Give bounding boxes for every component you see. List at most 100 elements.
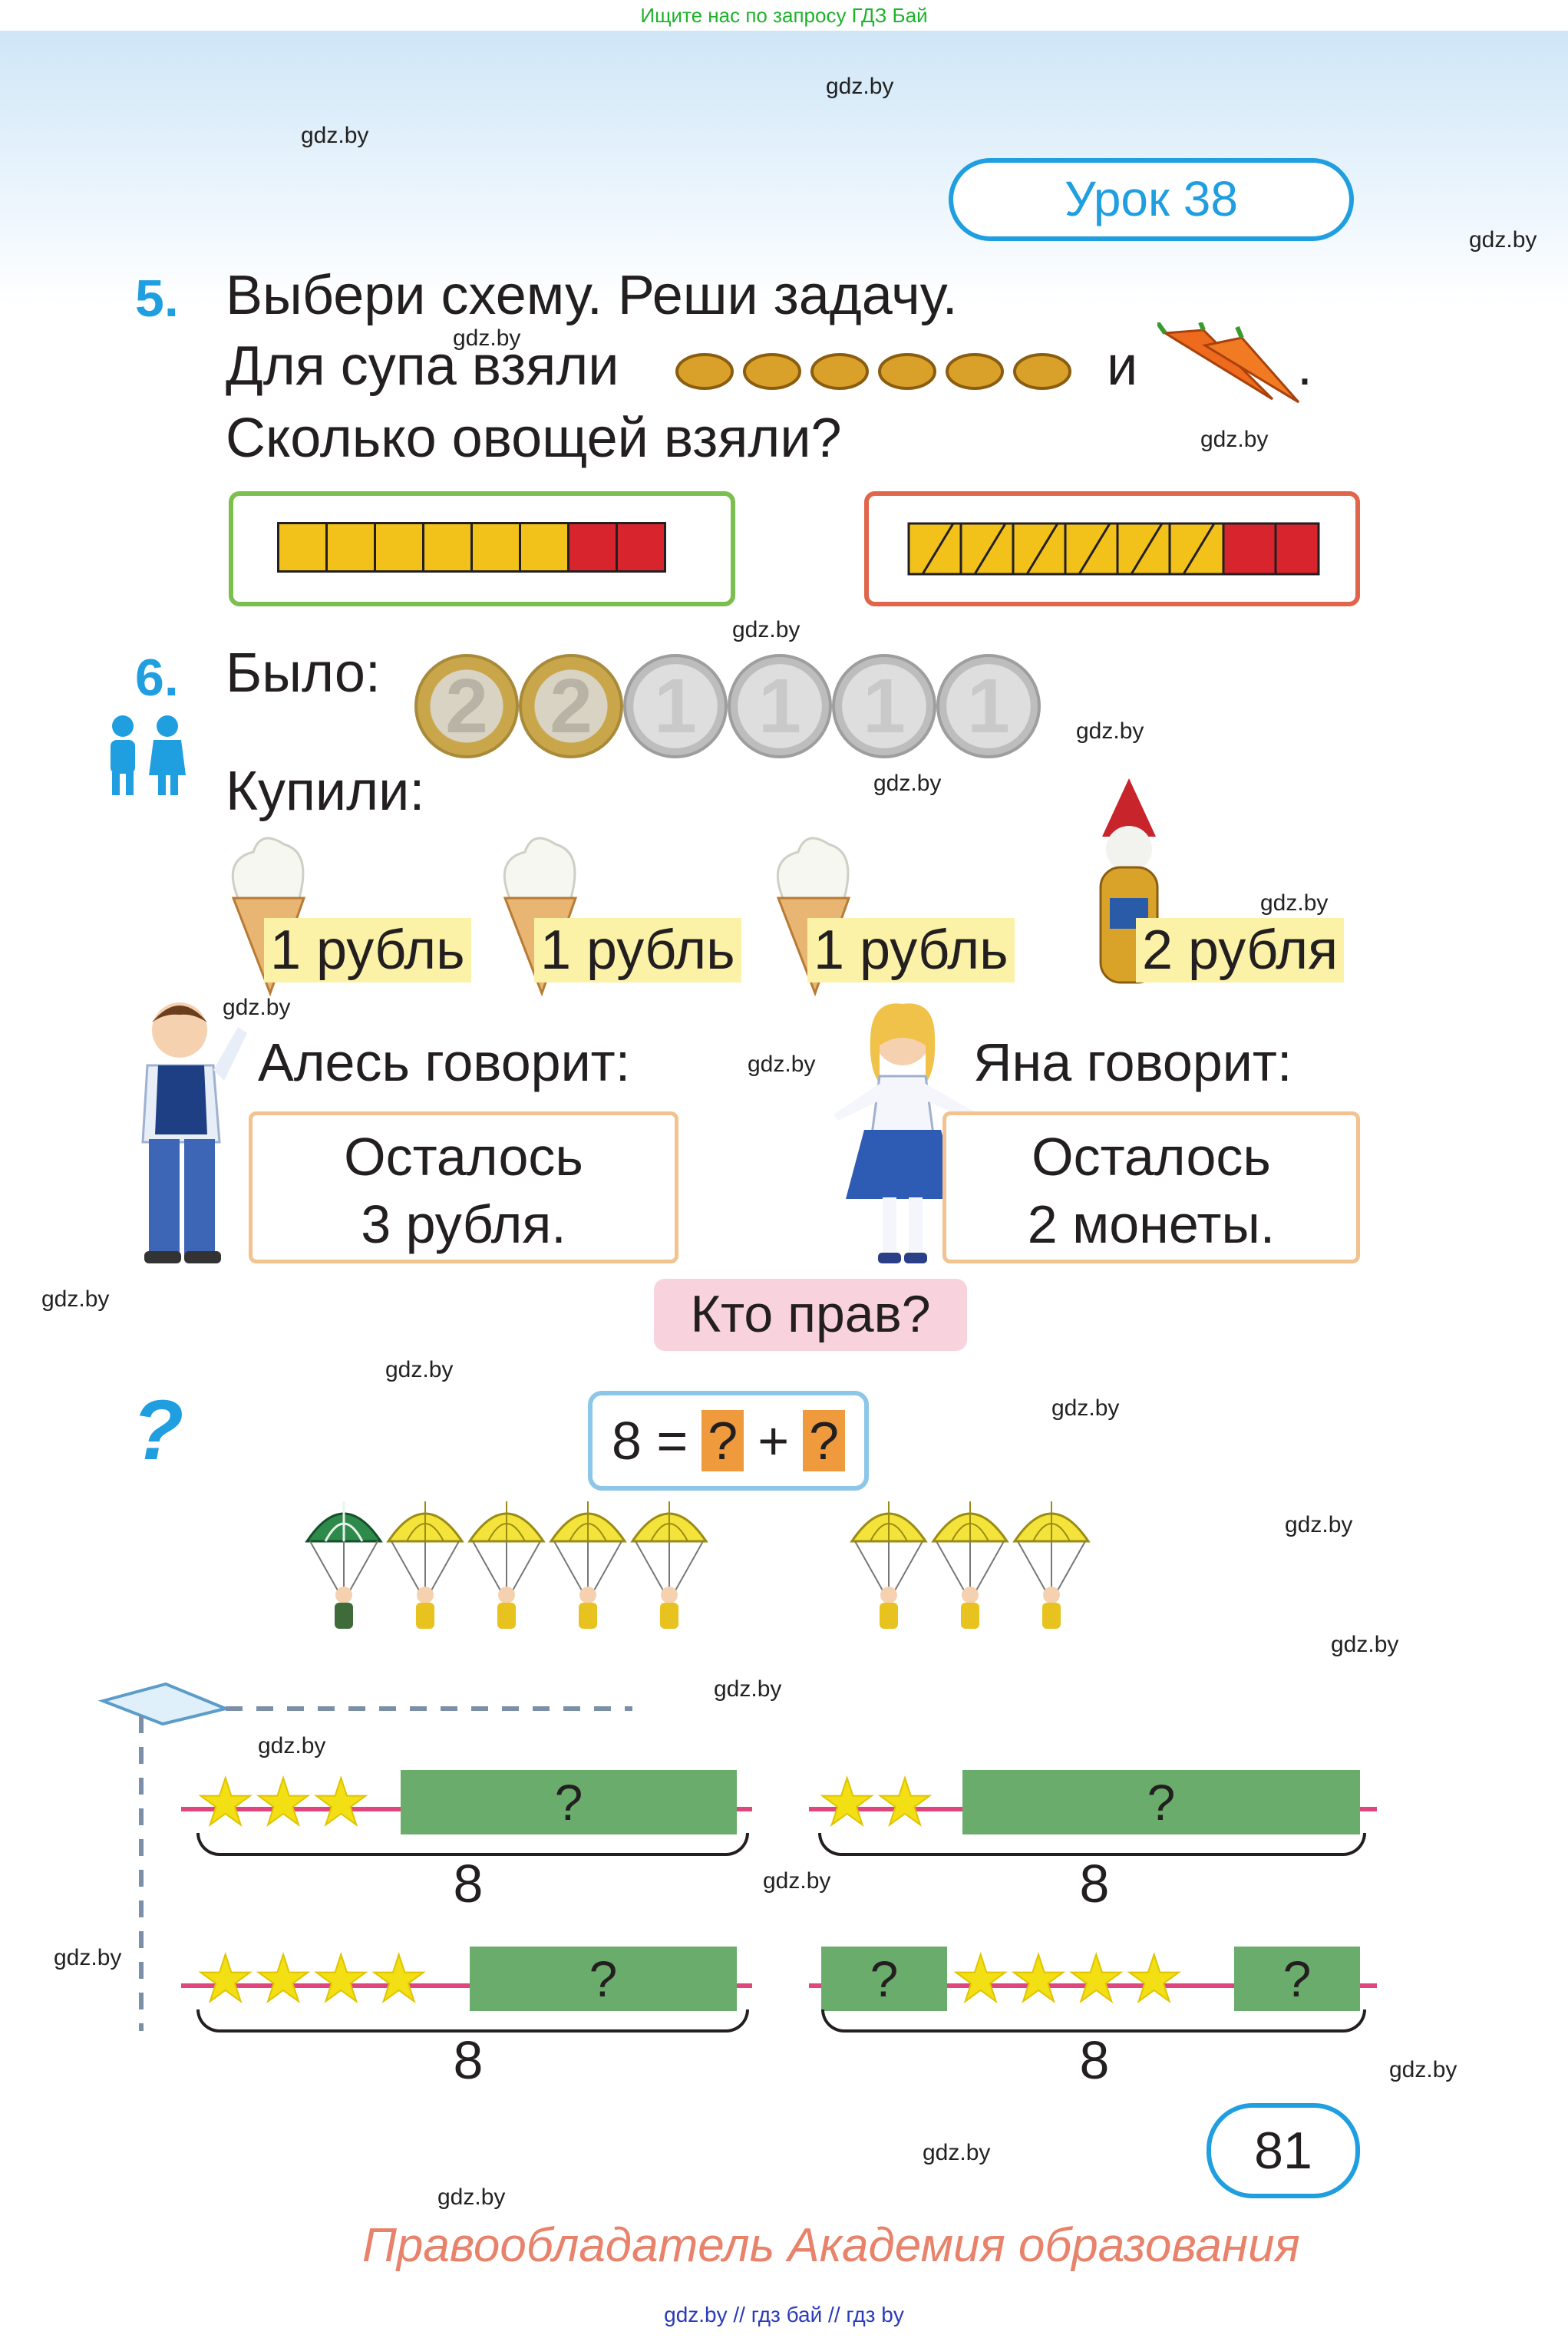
- watermark: gdz.by: [826, 74, 894, 99]
- was-label: Было:: [226, 642, 381, 704]
- scheme-cell: [422, 522, 473, 573]
- watermark: gdz.by: [437, 2184, 506, 2210]
- total-number: 8: [453, 1854, 484, 1914]
- stars-group: ★ ★: [817, 1766, 935, 1838]
- watermark: gdz.by: [1051, 1395, 1120, 1421]
- task5-line1: Выбери схему. Реши задачу.: [226, 265, 958, 326]
- boy-ales-image: [141, 1002, 247, 1263]
- unknown-bar-box[interactable]: ?: [470, 1947, 737, 2011]
- watermark: gdz.by: [1260, 890, 1329, 916]
- equation-left: 8 =: [611, 1411, 688, 1471]
- top-banner[interactable]: Ищите нас по запросу ГДЗ Бай: [0, 0, 1568, 31]
- equation-box: 8 = ? + ?: [588, 1391, 869, 1491]
- bottom-links[interactable]: gdz.by // гдз бай // гдз by: [664, 2303, 904, 2326]
- star-icon: ★: [196, 1943, 255, 2015]
- watermark: gdz.by: [1389, 2057, 1457, 2082]
- watermark: gdz.by: [301, 123, 369, 148]
- coin-1-ruble: 1: [623, 654, 728, 758]
- coin-1-ruble: 1: [936, 654, 1041, 758]
- watermark: gdz.by: [453, 325, 521, 351]
- watermark: gdz.by: [732, 617, 801, 642]
- scheme-cell: [277, 522, 328, 573]
- star-icon: ★: [369, 1943, 428, 2015]
- ales-says: Алесь говорит:: [258, 1032, 631, 1092]
- star-icon: ★: [253, 1943, 312, 2015]
- scheme-cell: [616, 522, 666, 573]
- star-icon: ★: [1008, 1943, 1068, 2015]
- watermark: gdz.by: [258, 1733, 326, 1758]
- star-icon: ★: [875, 1766, 934, 1838]
- coin-2-rubles: 2: [414, 654, 519, 758]
- question-mark-icon: ?: [132, 1383, 184, 1478]
- ales-answer-line1: Осталось: [344, 1127, 583, 1187]
- watermark: gdz.by: [923, 2140, 991, 2165]
- price-label: 2 рубля: [1136, 918, 1345, 982]
- equation-unknown[interactable]: ?: [701, 1410, 744, 1471]
- star-icon: ★: [196, 1766, 255, 1838]
- watermark: gdz.by: [873, 771, 942, 796]
- scheme-left-cells: [277, 522, 666, 573]
- scheme-cell: [374, 522, 424, 573]
- star-icon: ★: [253, 1766, 312, 1838]
- pair-work-icon: [111, 715, 186, 795]
- stars-group: ★ ★ ★ ★: [951, 1943, 1183, 2015]
- carrots-image: [1157, 322, 1300, 404]
- star-icon: ★: [312, 1943, 371, 2015]
- who-is-right-question: Кто прав?: [654, 1279, 967, 1351]
- unknown-bar-box[interactable]: ?: [962, 1770, 1360, 1834]
- watermark: gdz.by: [41, 1286, 110, 1312]
- coin-2-rubles: 2: [519, 654, 623, 758]
- scheme-left[interactable]: [229, 491, 735, 606]
- unknown-bar-box[interactable]: ?: [401, 1770, 737, 1834]
- potatoes-image: [675, 353, 1071, 390]
- copyright-footer: Правообладатель Академия образования: [362, 2219, 1300, 2272]
- yana-answer-box[interactable]: Осталось 2 монеты.: [942, 1111, 1360, 1263]
- ales-answer-box[interactable]: Осталось 3 рубля.: [249, 1111, 678, 1263]
- task5-line3: Сколько овощей взяли?: [226, 408, 842, 469]
- stars-group: ★ ★ ★: [196, 1766, 371, 1838]
- watermark: gdz.by: [1076, 718, 1144, 744]
- bought-label: Купили:: [226, 761, 425, 822]
- scheme-right-cells: [907, 522, 1320, 576]
- parachutists-image: [305, 1500, 1090, 1630]
- scheme-right[interactable]: [864, 491, 1360, 606]
- watermark: gdz.by: [1331, 1632, 1399, 1657]
- equation-unknown[interactable]: ?: [803, 1410, 846, 1471]
- star-icon: ★: [312, 1766, 371, 1838]
- watermark: gdz.by: [714, 1676, 782, 1702]
- scheme-cell: [567, 522, 618, 573]
- girl-yana-image: [834, 1003, 979, 1263]
- task5-number: 5.: [135, 269, 179, 328]
- ales-answer-line2: 3 рубля.: [361, 1194, 566, 1254]
- star-icon: ★: [817, 1766, 876, 1838]
- unknown-bar-box[interactable]: ?: [1234, 1947, 1360, 2011]
- watermark: gdz.by: [54, 1945, 122, 1970]
- bar-line: [809, 1983, 1377, 1988]
- yana-says: Яна говорит:: [973, 1032, 1292, 1092]
- task5-line2-and: и: [1107, 335, 1138, 397]
- watermark: gdz.by: [748, 1052, 816, 1077]
- scheme-cell: [519, 522, 569, 573]
- creative-task-guide: [97, 1682, 632, 2031]
- task6-number: 6.: [135, 649, 179, 707]
- star-icon: ★: [951, 1943, 1010, 2015]
- price-label: 1 рубль: [534, 918, 741, 982]
- watermark: gdz.by: [763, 1868, 831, 1894]
- coin-1-ruble: 1: [728, 654, 832, 758]
- task5-line2-end: .: [1297, 335, 1313, 397]
- watermark: gdz.by: [223, 995, 291, 1020]
- stars-group: ★ ★ ★ ★: [196, 1943, 428, 2015]
- total-number: 8: [1079, 2030, 1110, 2090]
- watermark: gdz.by: [385, 1357, 454, 1382]
- price-label: 1 рубль: [807, 918, 1015, 982]
- total-number: 8: [453, 2030, 484, 2090]
- star-icon: ★: [1067, 1943, 1126, 2015]
- bar-line: [181, 1983, 752, 1988]
- yana-answer-line2: 2 монеты.: [1027, 1194, 1276, 1254]
- equation-plus: +: [758, 1411, 790, 1471]
- unknown-bar-box[interactable]: ?: [821, 1947, 947, 2011]
- lesson-title: Урок 38: [949, 158, 1354, 241]
- total-number: 8: [1079, 1854, 1110, 1914]
- coin-1-ruble: 1: [832, 654, 936, 758]
- yana-answer-line1: Осталось: [1032, 1127, 1271, 1187]
